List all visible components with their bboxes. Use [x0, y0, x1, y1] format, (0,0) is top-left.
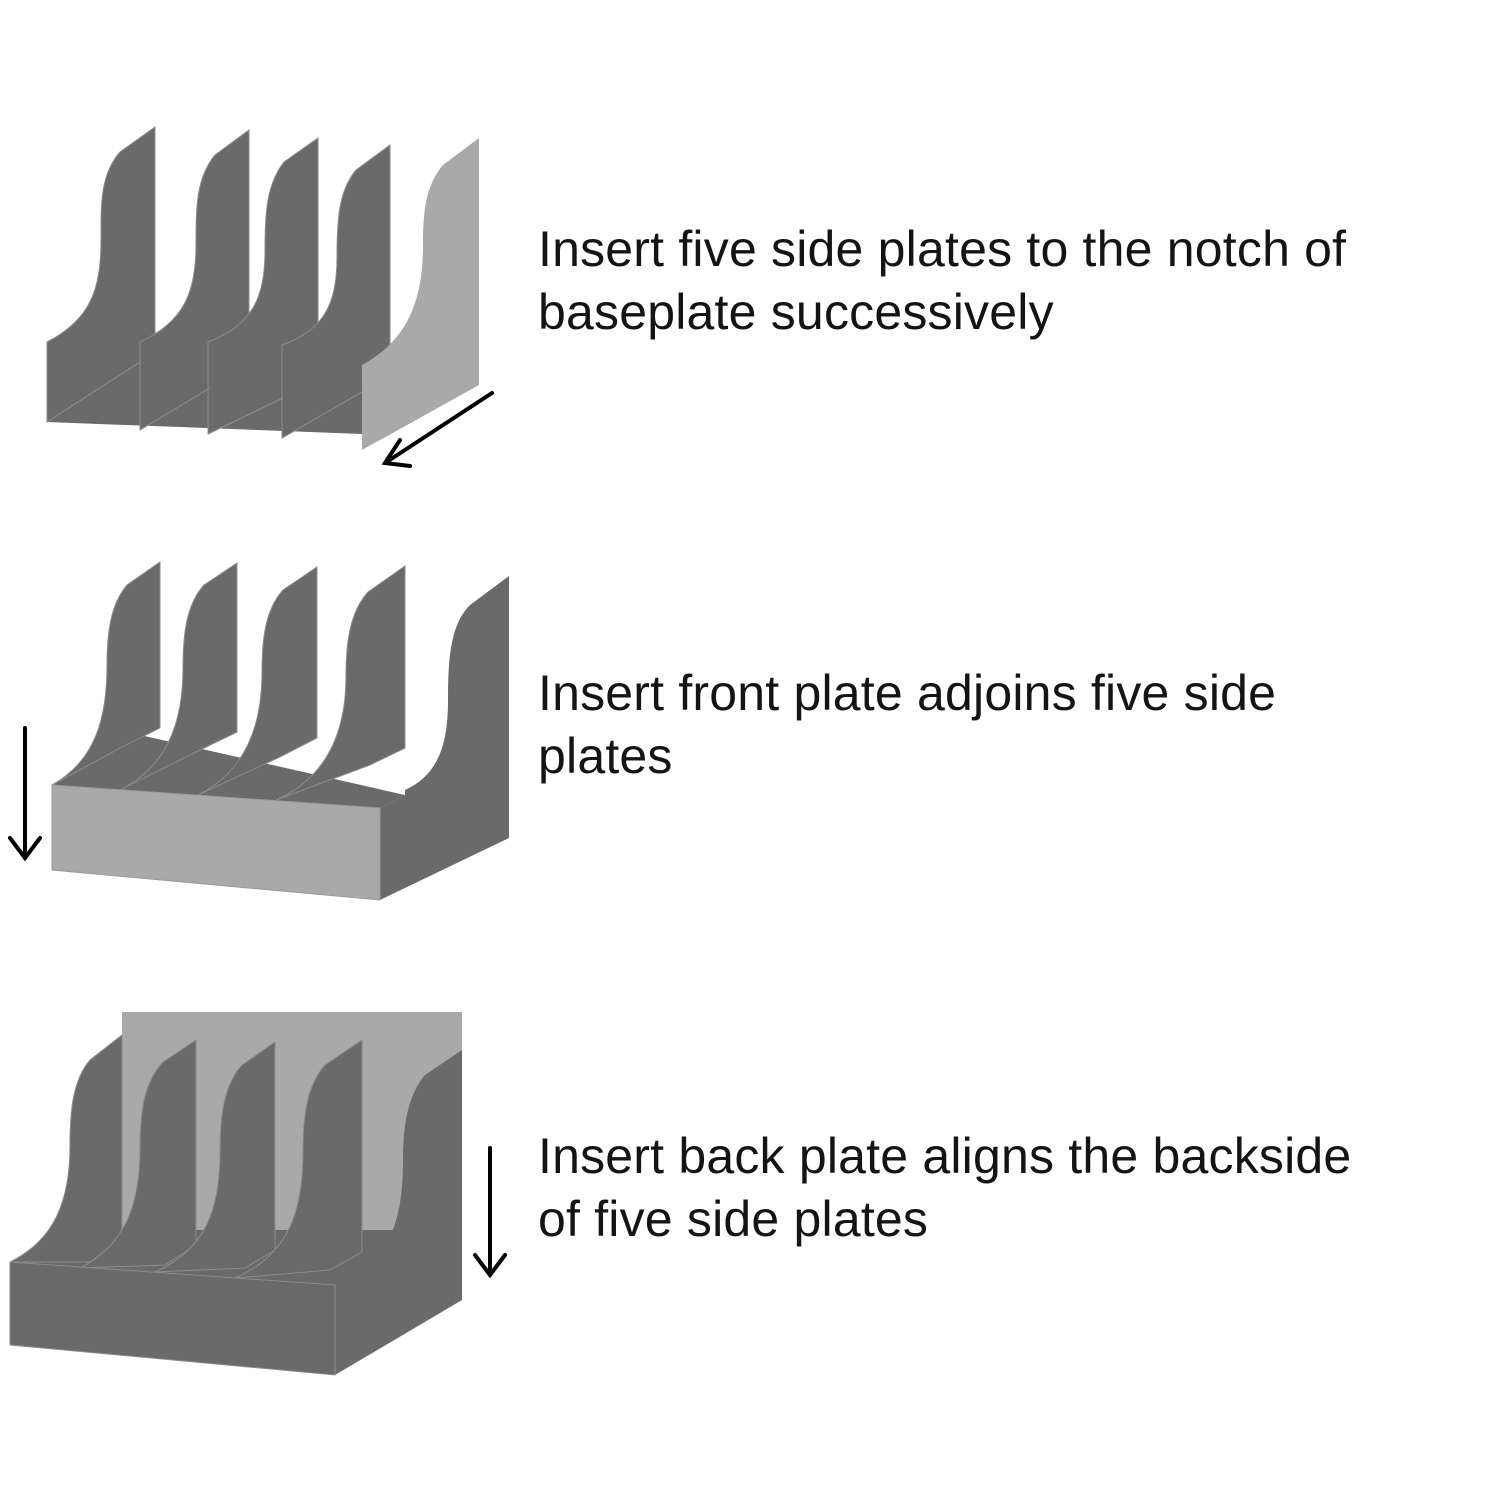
front-plate — [51, 784, 381, 901]
step-1-line-1: Insert five side plates to the notch of — [538, 221, 1347, 277]
step-1-illustration — [46, 126, 494, 468]
side-plate-5 — [335, 1050, 462, 1375]
side-plate-4 — [234, 1039, 363, 1279]
arrow-down-left-icon — [381, 391, 494, 468]
step-3-illustration — [9, 1012, 507, 1376]
step-1-line-2: baseplate successively — [538, 284, 1054, 340]
side-plate-5 — [380, 576, 509, 900]
side-plate-4 — [275, 565, 406, 801]
side-plate-1 — [51, 561, 161, 786]
side-plate-3 — [154, 1041, 276, 1273]
step-2-line-2: plates — [538, 728, 673, 784]
arrow-down-icon — [473, 1146, 507, 1279]
step-2-line-1: Insert front plate adjoins five side — [538, 665, 1277, 721]
side-plate-1 — [9, 1033, 123, 1263]
step-3-line-1: Insert back plate aligns the backside — [538, 1128, 1352, 1184]
step-3-text: Insert back plate aligns the backside of… — [538, 1125, 1478, 1251]
arrow-down-icon — [8, 726, 42, 862]
step-3-line-2: of five side plates — [538, 1191, 929, 1247]
front-plate — [9, 1261, 336, 1376]
step-2-illustration — [8, 561, 509, 901]
side-plate-2 — [79, 1039, 197, 1269]
side-plate-5 — [362, 138, 479, 450]
side-plate-2 — [119, 562, 238, 791]
step-2-text: Insert front plate adjoins five side pla… — [538, 662, 1478, 788]
side-plate-3 — [197, 566, 318, 796]
step-1-text: Insert five side plates to the notch of … — [538, 218, 1478, 344]
side-plate-1 — [46, 126, 156, 423]
